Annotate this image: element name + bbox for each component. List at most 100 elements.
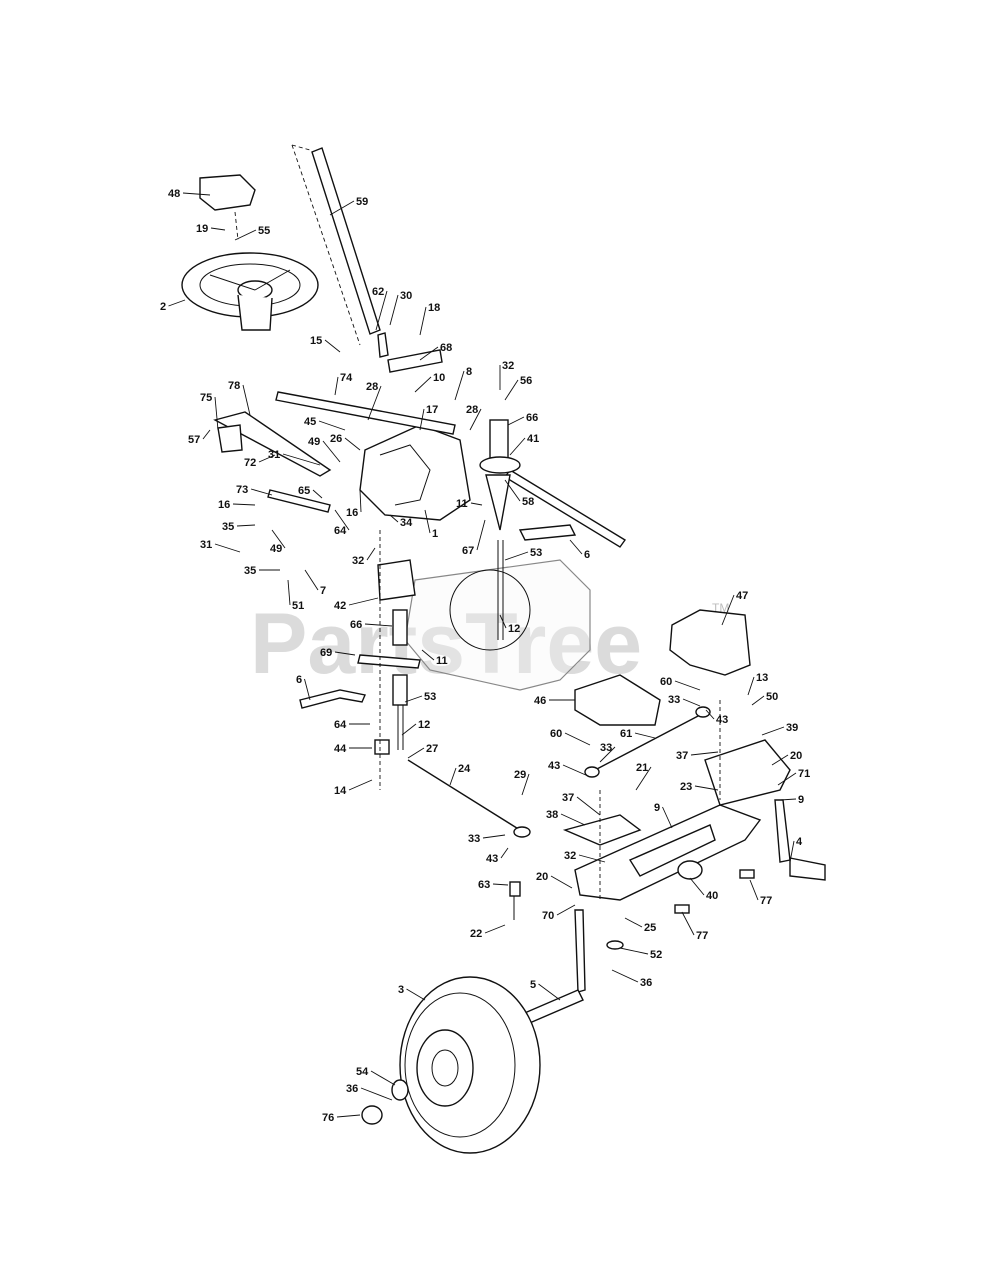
callout-leader-54 — [370, 1070, 396, 1086]
callout-leader-31 — [214, 543, 241, 553]
callout-leader-71 — [777, 772, 797, 786]
callout-28: 28 — [466, 404, 478, 416]
callout-48: 48 — [168, 188, 180, 200]
callout-leader-43 — [500, 847, 509, 859]
callout-62: 62 — [372, 286, 384, 298]
front-wheel — [361, 976, 541, 1154]
callout-51: 51 — [292, 600, 304, 612]
callout-leader-33 — [482, 834, 506, 839]
callout-leader-43 — [705, 709, 715, 720]
callout-leader-62 — [375, 290, 388, 331]
callout-leader-19 — [210, 227, 226, 231]
callout-leader-74 — [334, 376, 339, 396]
callout-37: 37 — [676, 750, 688, 762]
callout-10: 10 — [433, 372, 445, 384]
callout-70: 70 — [542, 910, 554, 922]
callout-leader-40 — [689, 877, 705, 896]
callout-38: 38 — [546, 809, 558, 821]
front-axle — [562, 739, 791, 901]
callout-leader-31 — [282, 453, 321, 466]
callout-leader-73 — [250, 488, 273, 496]
callout-leader-76 — [336, 1114, 361, 1118]
callout-75: 75 — [200, 392, 212, 404]
axle-covers — [574, 609, 751, 726]
steering-shaft — [291, 144, 381, 346]
callout-66: 66 — [350, 619, 362, 631]
callout-leader-20 — [771, 754, 789, 766]
callout-leader-60 — [564, 732, 591, 746]
callout-43: 43 — [548, 760, 560, 772]
pivot-tube — [479, 419, 521, 640]
callout-leader-33 — [682, 698, 701, 707]
callout-17: 17 — [426, 404, 438, 416]
callout-leader-39 — [761, 726, 785, 736]
callout-49: 49 — [308, 436, 320, 448]
callout-25: 25 — [644, 922, 656, 934]
callout-16: 16 — [218, 499, 230, 511]
callout-33: 33 — [668, 694, 680, 706]
callout-49: 49 — [270, 543, 282, 555]
callout-32: 32 — [564, 850, 576, 862]
callout-6: 6 — [584, 549, 590, 561]
callout-leader-53 — [504, 551, 529, 561]
callout-55: 55 — [258, 225, 270, 237]
callout-19: 19 — [196, 223, 208, 235]
callout-40: 40 — [706, 890, 718, 902]
callout-32: 32 — [502, 360, 514, 372]
callout-leader-60 — [674, 680, 701, 691]
callout-leader-66 — [507, 416, 525, 426]
callout-12: 12 — [418, 719, 430, 731]
callout-leader-1 — [424, 509, 431, 534]
callout-35: 35 — [222, 521, 234, 533]
callout-66: 66 — [526, 412, 538, 424]
callout-leader-57 — [202, 429, 211, 440]
callout-69: 69 — [320, 647, 332, 659]
callout-53: 53 — [530, 547, 542, 559]
callout-leader-55 — [234, 229, 257, 241]
callout-67: 67 — [462, 545, 474, 557]
spindle-left — [519, 909, 586, 1026]
callout-leader-33 — [599, 746, 616, 763]
callout-54: 54 — [356, 1066, 369, 1078]
steering-wheel-cap — [199, 174, 256, 211]
callout-leader-77 — [681, 911, 695, 936]
callout-78: 78 — [228, 380, 240, 392]
watermark-text: PartsTree — [250, 596, 642, 692]
callout-11: 11 — [436, 655, 448, 667]
callout-4: 4 — [796, 836, 803, 848]
callout-18: 18 — [428, 302, 440, 314]
callout-77: 77 — [760, 895, 772, 907]
tie-rod-24 — [407, 759, 531, 838]
callout-33: 33 — [468, 833, 480, 845]
callout-leader-11 — [421, 649, 435, 661]
callout-leader-37 — [576, 796, 601, 816]
callout-leader-72 — [258, 454, 276, 463]
callout-leader-28 — [367, 385, 382, 421]
callout-63: 63 — [478, 879, 490, 891]
callout-leader-47 — [721, 594, 735, 626]
callout-64: 64 — [334, 719, 347, 731]
callout-29: 29 — [514, 769, 526, 781]
callout-23: 23 — [680, 781, 692, 793]
callout-leader-34 — [389, 514, 399, 523]
callout-9: 9 — [798, 794, 804, 806]
callout-leader-9 — [779, 798, 797, 801]
callout-leader-32 — [366, 547, 376, 561]
callout-leader-16 — [232, 503, 256, 506]
callout-leader-68 — [419, 346, 439, 361]
callout-53: 53 — [424, 691, 436, 703]
callout-leader-52 — [619, 947, 649, 955]
callout-64: 64 — [334, 525, 347, 537]
callout-27: 27 — [426, 743, 438, 755]
callout-1: 1 — [432, 528, 438, 540]
callout-leader-11 — [470, 502, 483, 506]
callout-76: 76 — [322, 1112, 334, 1124]
callout-5: 5 — [530, 979, 536, 991]
callout-leader-75 — [214, 396, 219, 431]
callout-11: 11 — [456, 498, 468, 510]
callout-leader-43 — [562, 764, 589, 777]
callout-leader-23 — [694, 785, 719, 791]
callout-34: 34 — [400, 517, 413, 529]
callout-leader-56 — [504, 379, 519, 401]
